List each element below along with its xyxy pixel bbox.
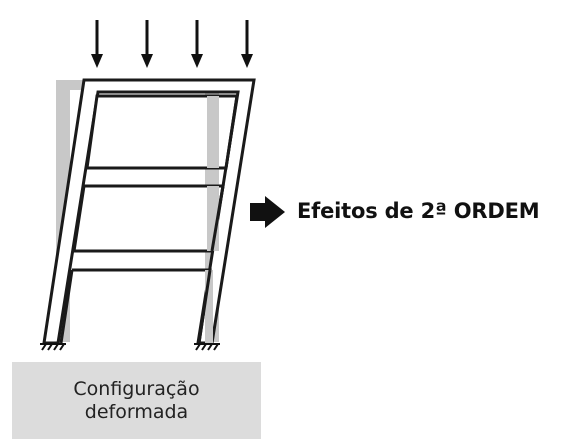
upper-panel-edge [224,95,239,169]
fixed-support-icon [194,343,220,351]
load-arrows [91,20,253,68]
middle-panel-edge [210,185,225,252]
lower-panel-edge [197,269,212,344]
down-arrow-icon [191,20,203,68]
fixed-support-icon [40,343,66,351]
down-arrow-icon [141,20,153,68]
original-column-overlap-upper [207,96,219,168]
middle-panel [72,184,225,253]
second-order-effects-label: Efeitos de 2ª ORDEM [297,199,540,223]
original-column-overlap-lower [205,270,213,343]
down-arrow-icon [241,20,253,68]
deformed-configuration-caption: Configuração deformada [73,377,200,423]
caption-box: Configuração deformada [12,362,261,439]
block-arrow-right-icon [250,196,285,228]
down-arrow-icon [91,20,103,68]
lower-open-panel [59,268,212,344]
